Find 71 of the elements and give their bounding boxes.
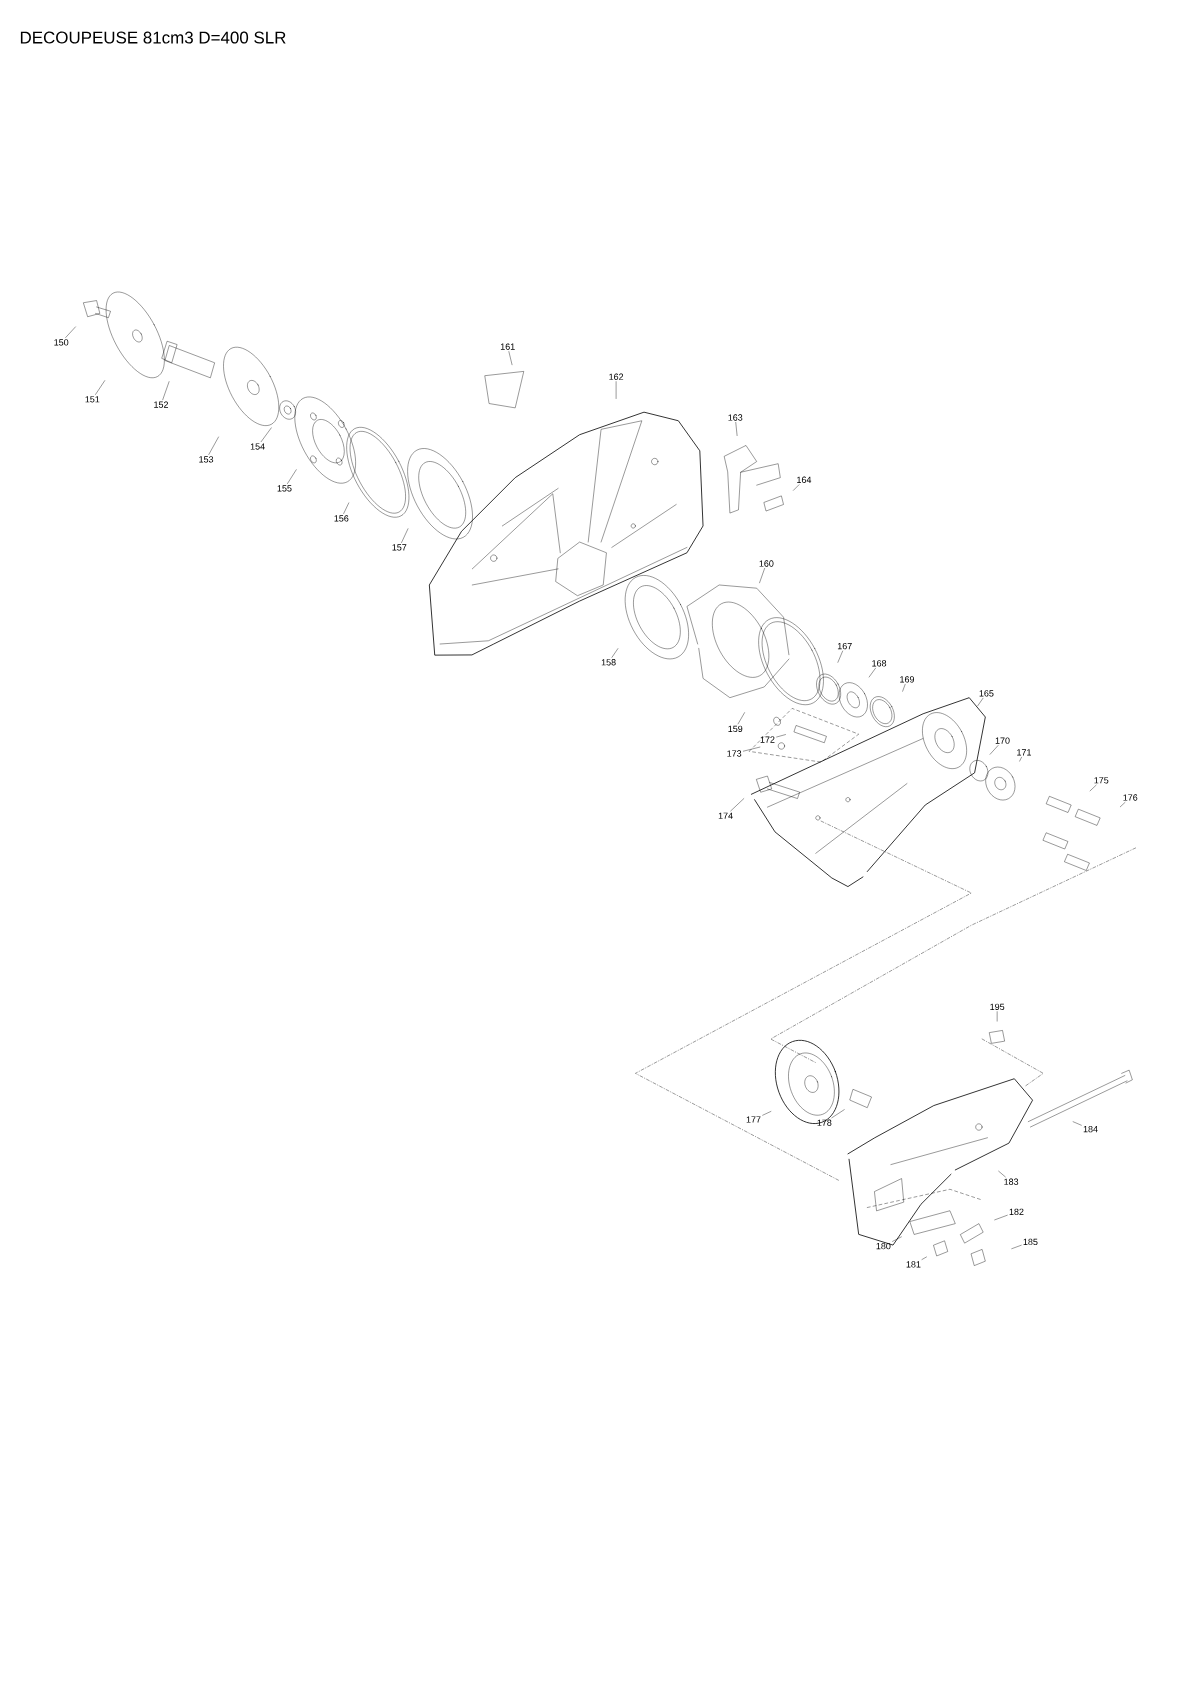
callout-number: 160	[759, 560, 774, 567]
callout-number: 168	[872, 660, 886, 667]
leader-line	[401, 528, 409, 543]
leader-line	[776, 734, 786, 738]
leader-line	[977, 698, 984, 707]
leader-line	[996, 1011, 998, 1022]
leader-line	[1119, 802, 1126, 808]
leader-line	[989, 745, 999, 755]
leader-line	[343, 502, 349, 514]
callout-number: 162	[609, 373, 623, 380]
leader-line	[737, 712, 745, 725]
callout-number: 182	[1009, 1208, 1024, 1215]
callout-number: 152	[154, 401, 168, 408]
callout-number: 171	[1017, 749, 1031, 756]
callout-number: 184	[1083, 1126, 1098, 1133]
callout-number: 180	[876, 1243, 891, 1250]
leader-line	[65, 326, 76, 338]
callout-number: 174	[718, 812, 733, 819]
title: DECOUPEUSE 81cm3 D=400 SLR	[20, 31, 286, 44]
callout-number: 185	[1023, 1238, 1038, 1246]
callout-number: 178	[817, 1119, 832, 1126]
callout-number: 155	[277, 485, 292, 492]
leader-line	[1019, 757, 1022, 762]
callout-number: 172	[760, 736, 775, 743]
callout-number: 176	[1123, 794, 1138, 801]
leader-line	[759, 568, 765, 583]
leader-line	[508, 351, 513, 365]
leader-line	[762, 1111, 771, 1116]
leader-line	[1011, 1245, 1022, 1249]
callout-number: 195	[990, 1003, 1005, 1010]
callout-number: 157	[392, 544, 407, 551]
leader-line	[743, 746, 760, 752]
leader-line	[998, 1171, 1006, 1178]
leader-line	[892, 1236, 902, 1242]
callout-number: 169	[900, 676, 914, 683]
leader-line	[868, 668, 876, 678]
callout-number: 151	[85, 396, 100, 403]
leader-line	[921, 1256, 927, 1260]
callout-number: 154	[250, 443, 265, 450]
callout-number: 161	[500, 343, 515, 350]
callout-number: 165	[979, 690, 994, 697]
leader-line	[95, 380, 105, 395]
leader-line	[260, 427, 272, 442]
leader-line	[208, 436, 219, 455]
leader-line	[1072, 1121, 1082, 1126]
callout-number: 156	[334, 515, 349, 522]
callout-number: 150	[54, 339, 69, 346]
callout-number: 153	[199, 456, 213, 463]
callout-number: 173	[727, 750, 742, 757]
callout-number: 159	[728, 725, 743, 732]
callout-number: 175	[1094, 777, 1109, 784]
leader-line	[831, 1109, 845, 1119]
leader-line	[1089, 784, 1097, 792]
callout-number: 177	[746, 1116, 761, 1123]
callout-number: 183	[1004, 1178, 1019, 1185]
leader-line	[994, 1215, 1008, 1221]
leader-line	[837, 650, 843, 663]
leader-line	[287, 469, 297, 484]
leader-line	[730, 798, 744, 812]
leader-line	[902, 684, 906, 692]
callout-number: 163	[728, 414, 743, 421]
leader-line	[611, 648, 618, 658]
callout-number: 167	[837, 643, 852, 650]
callout-number: 158	[601, 659, 616, 666]
callout-number: 181	[906, 1261, 921, 1268]
callout-number: 164	[797, 476, 811, 483]
leader-line	[162, 381, 170, 400]
leader-line	[735, 422, 738, 436]
leader-line	[615, 381, 617, 399]
leader-line	[793, 484, 800, 491]
callout-number: 170	[995, 737, 1010, 744]
